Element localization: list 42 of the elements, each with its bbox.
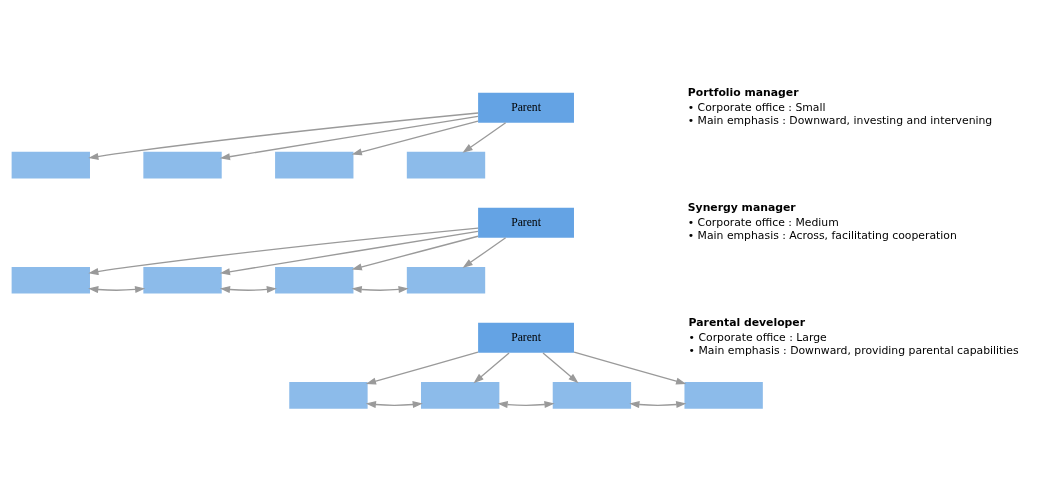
node-box bbox=[289, 382, 368, 409]
label: • Main emphasis : Downward, investing and intervening bbox=[687, 113, 993, 127]
arrow bbox=[88, 227, 479, 276]
arrow bbox=[462, 237, 507, 268]
node-box bbox=[143, 266, 222, 294]
arrow bbox=[219, 230, 479, 276]
arrow bbox=[473, 352, 510, 384]
arrow bbox=[351, 235, 479, 271]
arrow bbox=[629, 401, 687, 409]
arrow bbox=[462, 122, 507, 153]
node-box: Parent bbox=[478, 92, 574, 123]
node-box bbox=[406, 266, 486, 294]
label: • Corporate office : Small bbox=[687, 100, 826, 114]
node-box bbox=[275, 151, 354, 179]
arrow bbox=[219, 285, 277, 294]
node-box: Parent bbox=[478, 207, 574, 238]
node-box bbox=[275, 266, 354, 294]
label: • Corporate office : Large bbox=[688, 330, 827, 344]
label: Portfolio manager bbox=[687, 86, 799, 100]
label: • Main emphasis : Downward, providing parental capabilities bbox=[688, 343, 1019, 357]
arrow bbox=[365, 401, 423, 409]
arrow bbox=[365, 351, 479, 385]
label: • Corporate office : Medium bbox=[687, 215, 839, 229]
node-box: Parent bbox=[478, 322, 574, 353]
arrow bbox=[351, 285, 409, 294]
node-box bbox=[552, 382, 632, 409]
node-box bbox=[11, 266, 90, 294]
arrow bbox=[573, 351, 687, 385]
arrow bbox=[88, 112, 479, 161]
label: Synergy manager bbox=[687, 201, 796, 215]
node-box bbox=[684, 382, 763, 409]
arrow bbox=[497, 401, 555, 409]
node-box bbox=[143, 151, 222, 179]
label: Parental developer bbox=[688, 316, 806, 330]
arrow bbox=[542, 352, 579, 384]
node-box bbox=[406, 151, 486, 179]
arrow bbox=[219, 115, 479, 161]
label: • Main emphasis : Across, facilitating cooperation bbox=[687, 228, 957, 242]
arrow bbox=[351, 120, 479, 156]
node-box bbox=[11, 151, 90, 179]
arrow bbox=[88, 285, 146, 294]
node-box bbox=[421, 382, 500, 409]
